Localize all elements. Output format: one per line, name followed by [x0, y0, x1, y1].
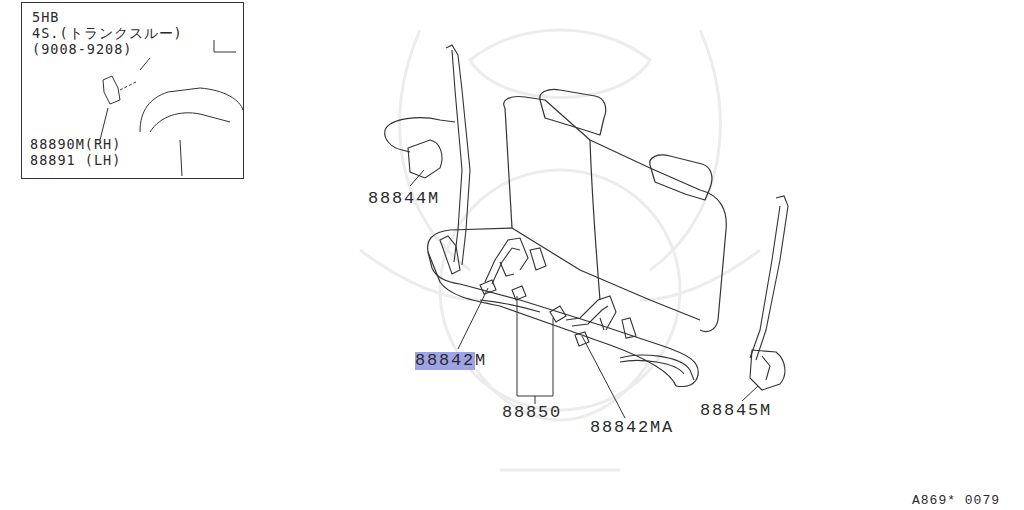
- line-art: [582, 336, 625, 418]
- buckles-right: [550, 296, 636, 346]
- line-art: [458, 288, 488, 349]
- callout-number: 88844M: [368, 190, 440, 208]
- inset-note: 88890M(RH): [30, 136, 121, 152]
- line-art: [408, 140, 442, 178]
- line-art: [140, 88, 243, 132]
- line-art: [180, 140, 182, 176]
- line-art: [505, 108, 512, 228]
- line-art: [750, 206, 780, 358]
- leader-lines: [410, 170, 758, 418]
- line-art: [512, 286, 526, 300]
- left-belt: [385, 45, 470, 274]
- line-art: [100, 108, 108, 140]
- line-art: [480, 280, 496, 294]
- line-art: [566, 296, 616, 330]
- line-art: [517, 296, 553, 396]
- line-art: [622, 318, 636, 338]
- line-art: [550, 306, 566, 322]
- line-art: [620, 361, 684, 375]
- line-art: [440, 170, 680, 410]
- line-art: [140, 58, 150, 70]
- line-art: [600, 318, 604, 330]
- callout-number: 88845M: [700, 402, 772, 420]
- figure-code: A869* 0079: [912, 494, 1000, 508]
- line-art: [452, 50, 462, 262]
- line-art: [535, 396, 536, 404]
- line-art: [450, 228, 700, 320]
- inset-note: (9008-9208): [32, 41, 132, 57]
- line-art: [756, 196, 788, 360]
- line-art: [103, 76, 120, 104]
- inset-note: 88891 (LH): [30, 152, 121, 168]
- line-art: [742, 386, 758, 401]
- line-art: [214, 40, 236, 52]
- line-art: [500, 262, 514, 276]
- line-art: [120, 82, 136, 90]
- inset-box: 5HB4S.(トランクスルー)(9008-9208) 88890M(RH)8889…: [21, 2, 244, 179]
- inset-note: 5HB: [32, 9, 59, 25]
- line-art: [504, 97, 727, 332]
- buckles-left: [480, 238, 546, 300]
- line-art: [572, 306, 608, 326]
- line-art: [480, 300, 540, 312]
- line-art: [440, 236, 460, 274]
- line-art: [762, 356, 770, 380]
- line-art: [530, 248, 546, 270]
- line-art: [410, 170, 424, 186]
- right-belt: [620, 196, 788, 390]
- line-art: [540, 89, 606, 135]
- seat-outline: [428, 89, 727, 386]
- line-art: [470, 30, 650, 98]
- line-art: [385, 118, 455, 130]
- line-art: [492, 248, 520, 284]
- callout-number: 88850: [502, 404, 562, 422]
- line-art: [575, 332, 589, 346]
- line-art: [485, 238, 528, 282]
- inset-illustration: [100, 40, 243, 176]
- line-art: [385, 130, 410, 152]
- line-art: [446, 45, 470, 265]
- line-art: [750, 350, 785, 390]
- line-art: [150, 113, 230, 132]
- line-art: [650, 155, 712, 200]
- line-art: [620, 355, 694, 380]
- line-art: [400, 30, 721, 270]
- inset-note: 4S.(トランクスルー): [32, 25, 183, 41]
- callout-number: 88842M: [415, 352, 487, 370]
- callout-number: 88842MA: [590, 419, 674, 437]
